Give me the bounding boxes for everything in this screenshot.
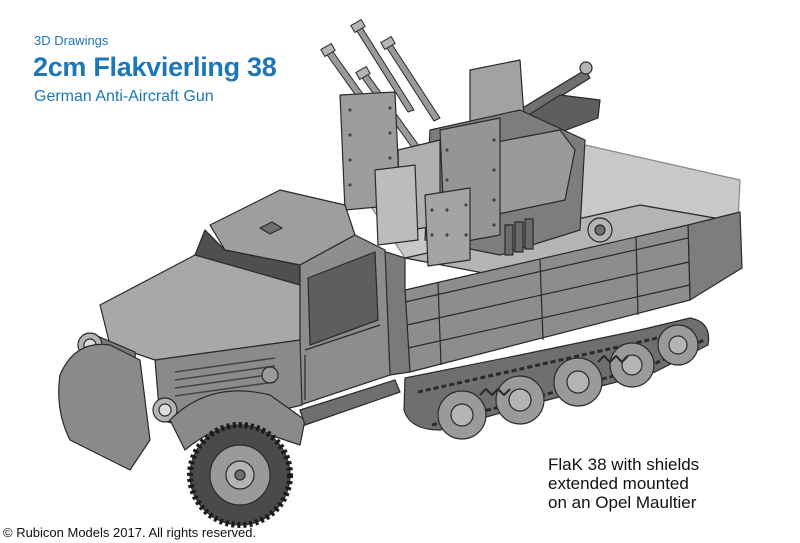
copyright-notice: © Rubicon Models 2017. All rights reserv… (3, 525, 257, 540)
section-kicker: 3D Drawings (34, 33, 109, 48)
page-title: 2cm Flakvierling 38 (33, 52, 277, 82)
road-wheel (553, 357, 603, 407)
headlight (152, 397, 178, 423)
truck-cab (194, 189, 391, 406)
road-wheel (609, 342, 655, 388)
flakvierling-gun (320, 19, 613, 267)
page-subtitle: German Anti-Aircraft Gun (34, 88, 214, 105)
caption-line: extended mounted (548, 474, 689, 493)
road-wheel (437, 390, 487, 440)
caption-line: FlaK 38 with shields (548, 455, 700, 474)
track-assembly (403, 317, 710, 440)
caption-line: on an Opel Maultier (548, 493, 697, 512)
front-wheel (187, 422, 293, 528)
road-wheel (495, 375, 545, 425)
road-wheel (657, 324, 699, 366)
image-caption: FlaK 38 with shields extended mounted on… (548, 455, 699, 512)
